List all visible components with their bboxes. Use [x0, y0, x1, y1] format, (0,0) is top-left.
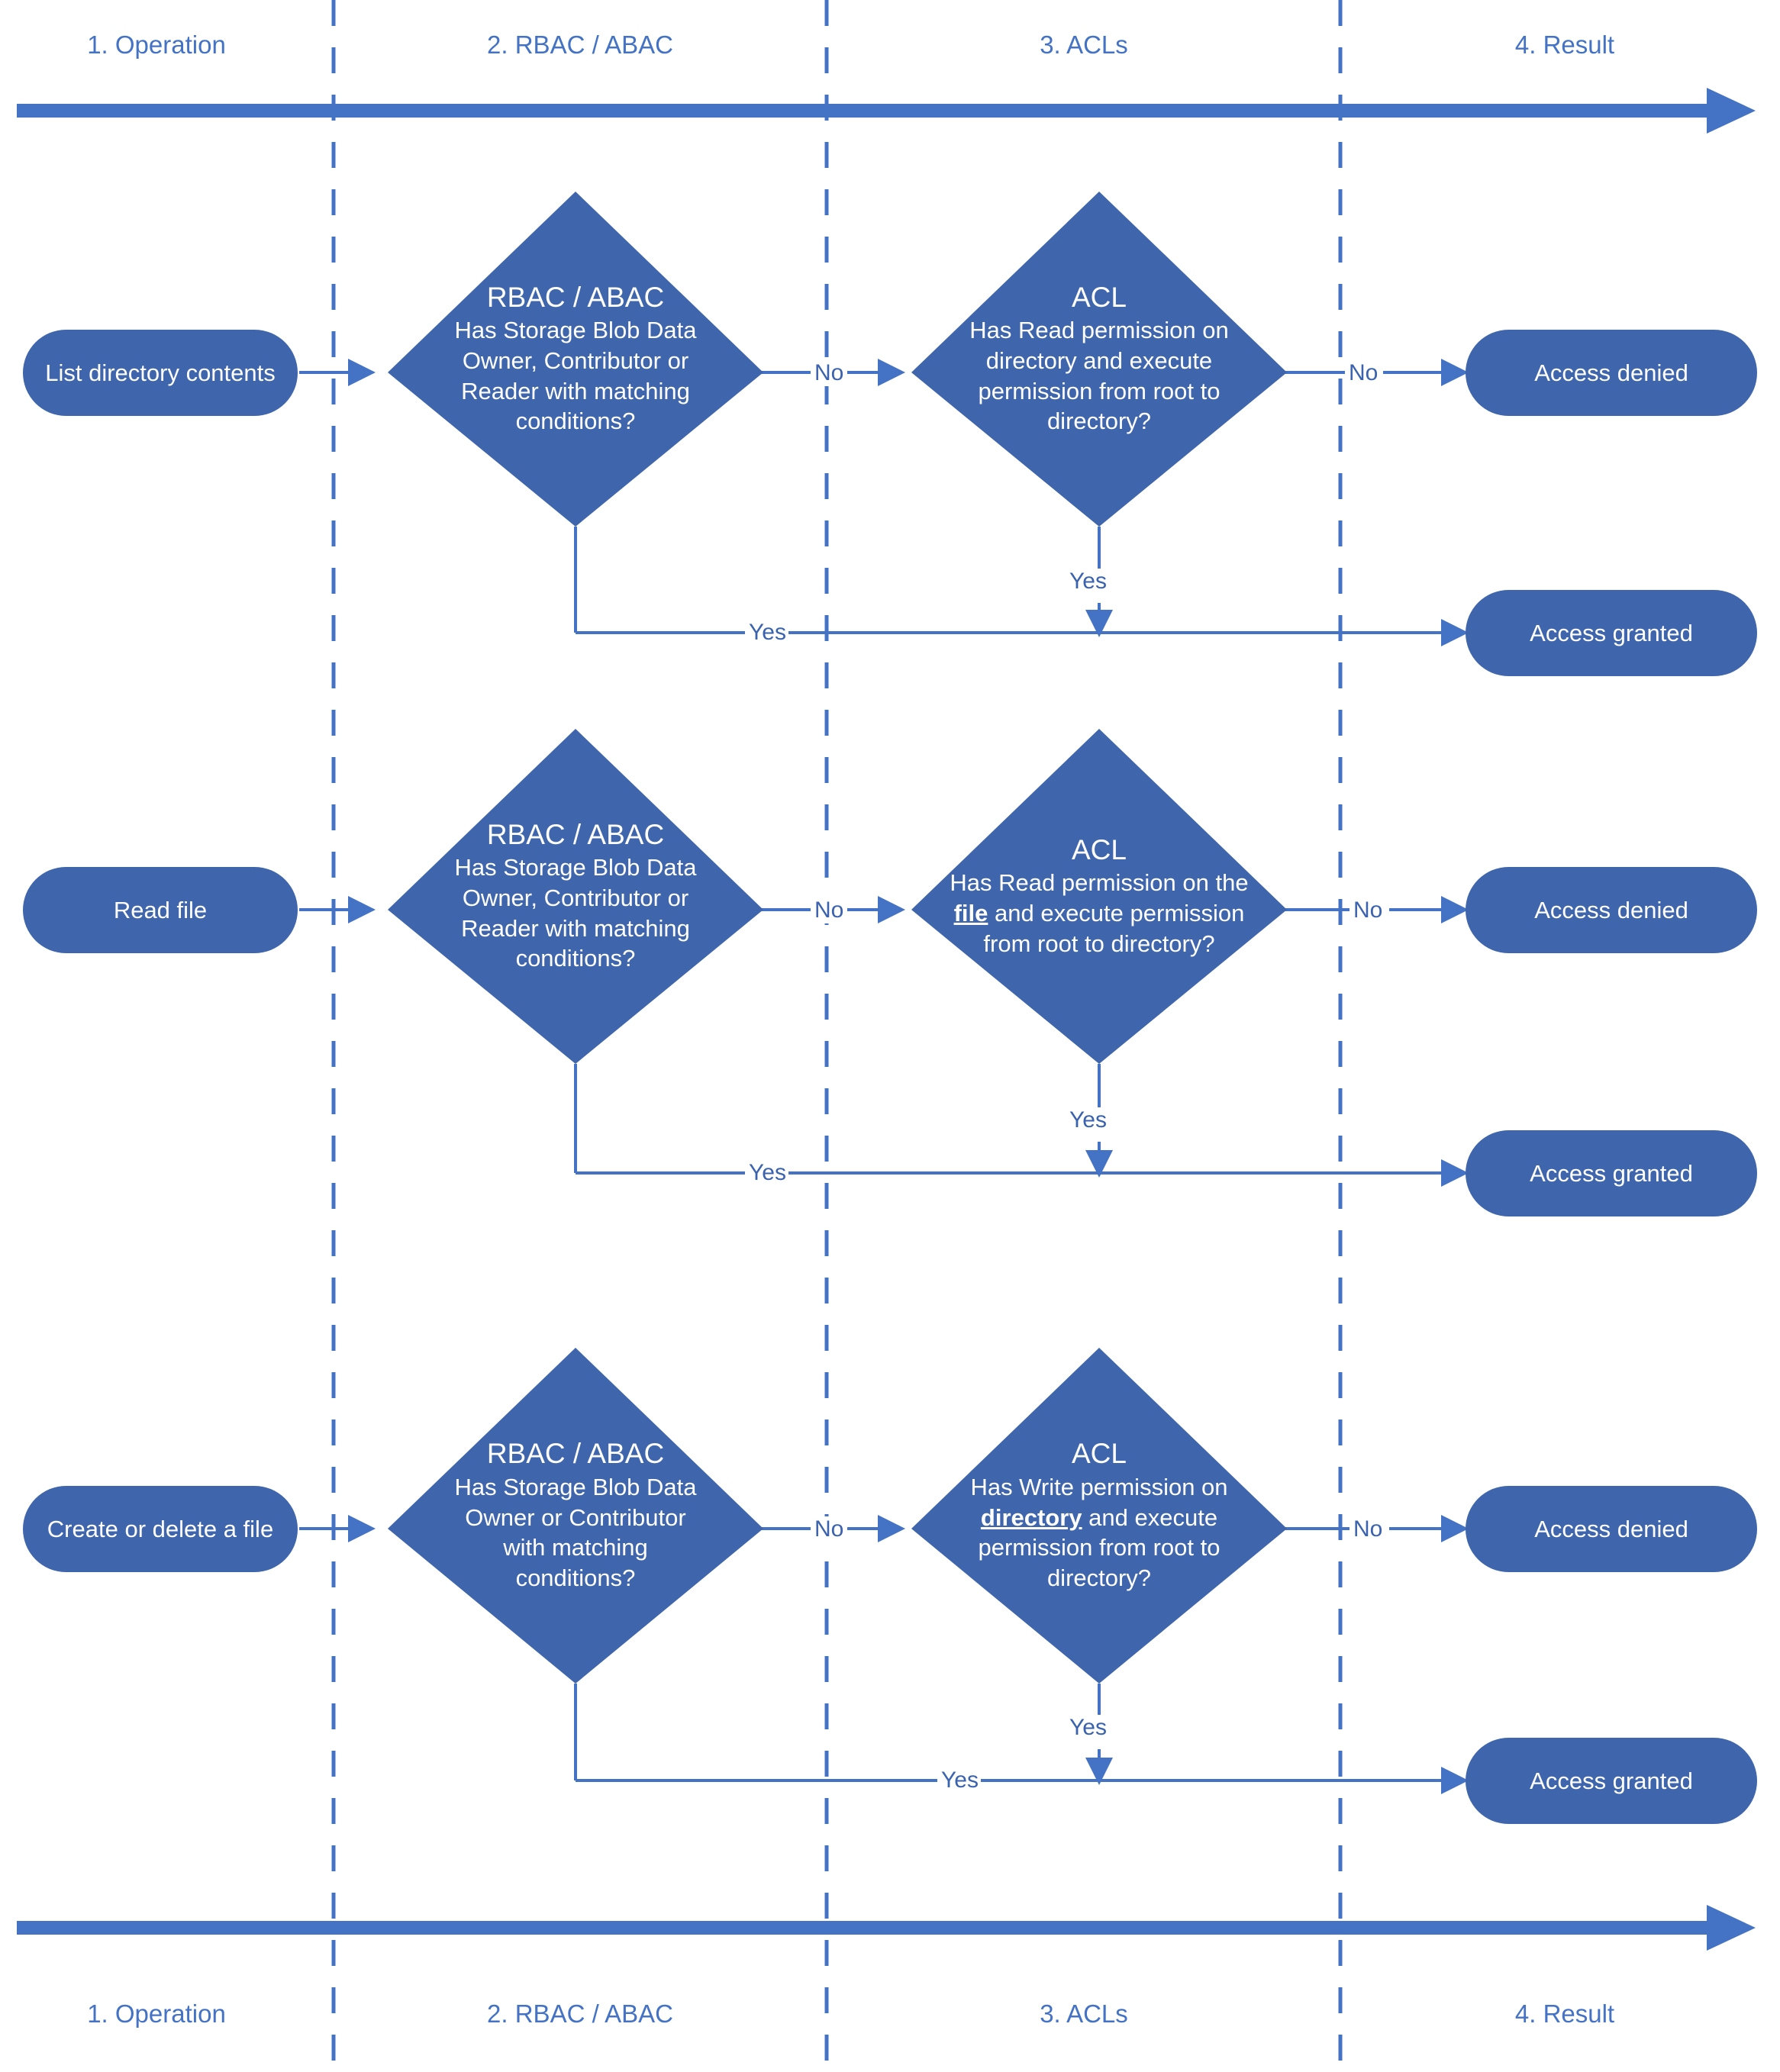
- result-access-granted-row-1[interactable]: Access granted: [1466, 590, 1757, 676]
- edge-label-rbac-yes-row-2: Yes: [747, 1160, 788, 1186]
- result-label: Access granted: [1530, 1767, 1693, 1794]
- diamond-rbac-row-3: [388, 1348, 763, 1684]
- lane-label-top-acls: 3. ACLs: [1040, 31, 1128, 59]
- decision-shapes: [388, 192, 1287, 1684]
- result-access-granted-row-3[interactable]: Access granted: [1466, 1738, 1757, 1824]
- decision-acl-row-2-text[interactable]: ACL Has Read permission on the file and …: [911, 729, 1287, 1064]
- edge-label-acl-yes-row-1: Yes: [1067, 569, 1109, 595]
- row-2-connectors: [299, 896, 1469, 1187]
- operation-label: Create or delete a file: [47, 1515, 274, 1542]
- diamond-rbac-row-2: [388, 729, 763, 1064]
- result-label: Access denied: [1534, 896, 1688, 923]
- decision-acl-row-3-text[interactable]: ACL Has Write permission on directory an…: [911, 1348, 1287, 1684]
- decision-title: ACL: [1072, 281, 1127, 313]
- edge-label-acl-yes-row-2: Yes: [1067, 1107, 1109, 1133]
- decision-acl-row-1-text[interactable]: ACL Has Read permission on directory and…: [911, 192, 1287, 527]
- decision-body: Has Storage Blob Data Owner or Contribut…: [454, 1473, 697, 1591]
- lane-label-bottom-rbac-abac: 2. RBAC / ABAC: [487, 1999, 673, 2028]
- decision-rbac-row-2-text[interactable]: RBAC / ABAC Has Storage Blob Data Owner,…: [388, 729, 763, 1064]
- diamond-acl-row-3: [911, 1348, 1287, 1684]
- edge-label-rbac-no-row-2: No: [812, 897, 846, 923]
- decision-body: Has Storage Blob Data Owner, Contributor…: [454, 317, 697, 435]
- operation-label: Read file: [113, 896, 208, 923]
- decision-rbac-row-3-text[interactable]: RBAC / ABAC Has Storage Blob Data Owner …: [388, 1348, 763, 1684]
- edge-label-acl-no-row-2: No: [1351, 897, 1385, 923]
- decision-title: ACL: [1072, 833, 1127, 865]
- edge-label-rbac-yes-row-1: Yes: [747, 620, 788, 646]
- decision-title: ACL: [1072, 1438, 1127, 1470]
- operation-label: List directory contents: [45, 359, 276, 386]
- lane-label-bottom-operation: 1. Operation: [87, 1999, 226, 2028]
- edge-label-acl-yes-row-3: Yes: [1067, 1715, 1109, 1741]
- decision-body: Has Storage Blob Data Owner, Contributor…: [454, 854, 697, 972]
- decision-title: RBAC / ABAC: [486, 818, 665, 850]
- result-label: Access denied: [1534, 1515, 1688, 1542]
- result-access-denied-row-1[interactable]: Access denied: [1466, 330, 1757, 416]
- edge-label-rbac-no-row-1: No: [812, 360, 846, 386]
- lane-label-top-operation: 1. Operation: [87, 31, 226, 59]
- result-access-denied-row-3[interactable]: Access denied: [1466, 1486, 1757, 1572]
- diamond-acl-row-2: [911, 729, 1287, 1064]
- lane-label-top-rbac-abac: 2. RBAC / ABAC: [487, 31, 673, 59]
- lane-label-bottom-result: 4. Result: [1514, 1999, 1615, 2028]
- edge-label-rbac-no-row-3: No: [812, 1516, 846, 1542]
- decision-rbac-row-1-text[interactable]: RBAC / ABAC Has Storage Blob Data Owner,…: [388, 192, 763, 527]
- lane-label-top-result: 4. Result: [1514, 31, 1615, 59]
- decision-title: RBAC / ABAC: [486, 1438, 665, 1470]
- bottom-band-arrow: [17, 1905, 1756, 1951]
- decision-title: RBAC / ABAC: [486, 281, 665, 313]
- edge-label-rbac-yes-row-3: Yes: [939, 1767, 981, 1793]
- edge-label-acl-no-row-1: No: [1346, 360, 1381, 386]
- diamond-acl-row-1: [911, 192, 1287, 527]
- result-access-denied-row-2[interactable]: Access denied: [1466, 867, 1757, 953]
- edge-label-acl-no-row-3: No: [1351, 1516, 1385, 1542]
- lane-dividers: [331, 0, 1343, 2072]
- lane-label-bottom-acls: 3. ACLs: [1040, 1999, 1128, 2028]
- result-label: Access denied: [1534, 359, 1688, 386]
- decision-body: Has Write permission on directory and ex…: [970, 1473, 1228, 1591]
- operation-list-directory-contents[interactable]: List directory contents: [23, 330, 298, 416]
- decision-body: Has Read permission on the file and exec…: [950, 869, 1249, 957]
- operation-read-file[interactable]: Read file: [23, 867, 298, 953]
- result-access-granted-row-2[interactable]: Access granted: [1466, 1130, 1757, 1216]
- top-band-arrow: [17, 88, 1756, 134]
- decision-body: Has Read permission on directory and exe…: [969, 317, 1229, 435]
- decision-body-emphasis-line: directory and execute: [980, 1503, 1218, 1531]
- decision-body-emphasis-line: file and execute permission: [953, 899, 1245, 926]
- result-label: Access granted: [1530, 1159, 1693, 1187]
- result-label: Access granted: [1530, 619, 1693, 646]
- operation-create-or-delete-a-file[interactable]: Create or delete a file: [23, 1486, 298, 1572]
- diamond-rbac-row-1: [388, 192, 763, 527]
